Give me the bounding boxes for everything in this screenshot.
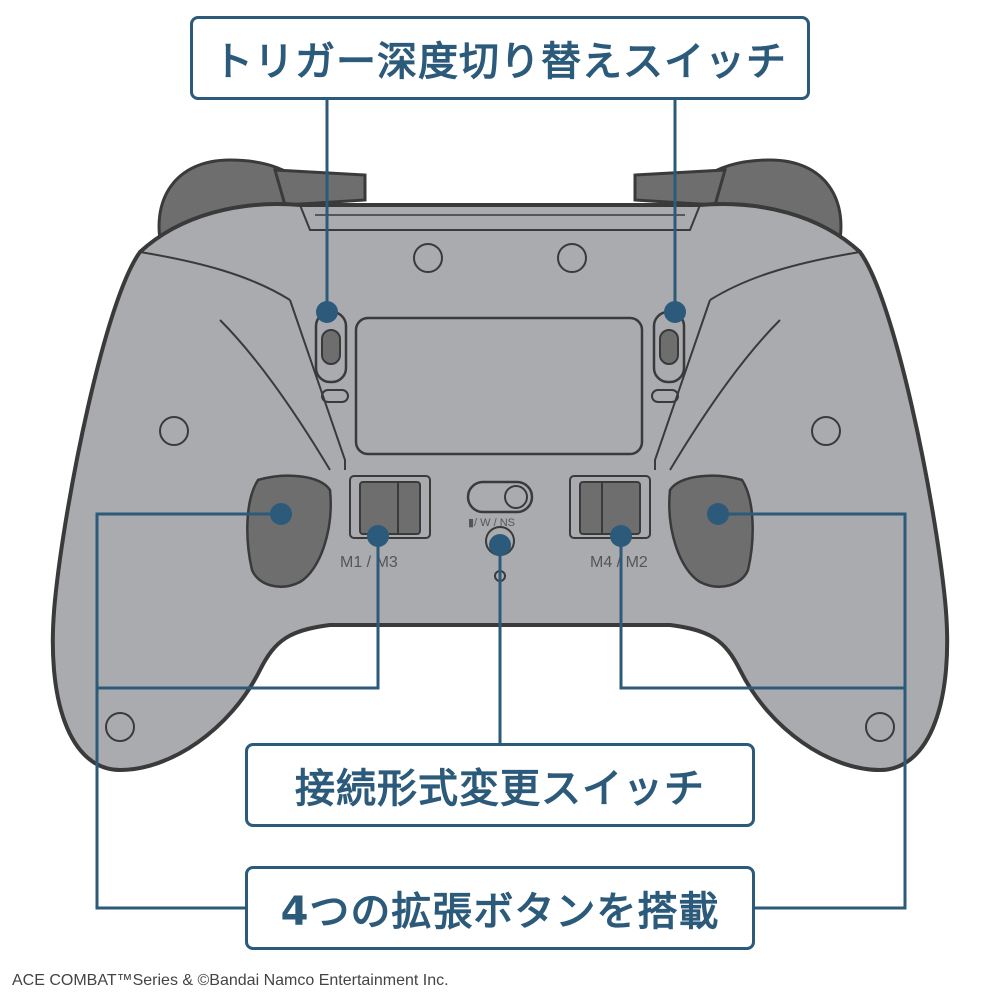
m1-m3-buttons[interactable] (349, 475, 431, 539)
screw (811, 416, 841, 446)
right-trigger-depth-slider[interactable] (651, 310, 686, 403)
right-back-paddle[interactable] (668, 474, 754, 588)
trigger-depth-switch-callout: トリガー深度切り替えスイッチ (190, 16, 810, 100)
top-shell-details (139, 204, 861, 471)
left-trigger-depth-slider[interactable] (314, 310, 349, 403)
screw (105, 712, 135, 742)
connection-mode-switch[interactable] (466, 480, 534, 514)
m4-m2-label: M4 / M2 (590, 554, 648, 571)
screw (865, 712, 895, 742)
callout-dots (270, 301, 729, 556)
copyright-text: ACE COMBAT™Series & ©Bandai Namco Entert… (12, 972, 449, 989)
mode-switch-label: ▮/ W / NS (468, 517, 515, 529)
left-back-paddle[interactable] (246, 474, 332, 588)
screw (159, 416, 189, 446)
m4-m2-buttons[interactable] (569, 475, 651, 539)
m1-m3-label: M1 / M3 (340, 554, 398, 571)
screw (413, 243, 443, 273)
screw (557, 243, 587, 273)
connection-switch-callout: 接続形式変更スイッチ (245, 743, 755, 827)
label-plate (354, 316, 644, 456)
callout-lines (95, 100, 907, 910)
extension-buttons-callout: 4つの拡張ボタンを搭載 (245, 866, 755, 950)
